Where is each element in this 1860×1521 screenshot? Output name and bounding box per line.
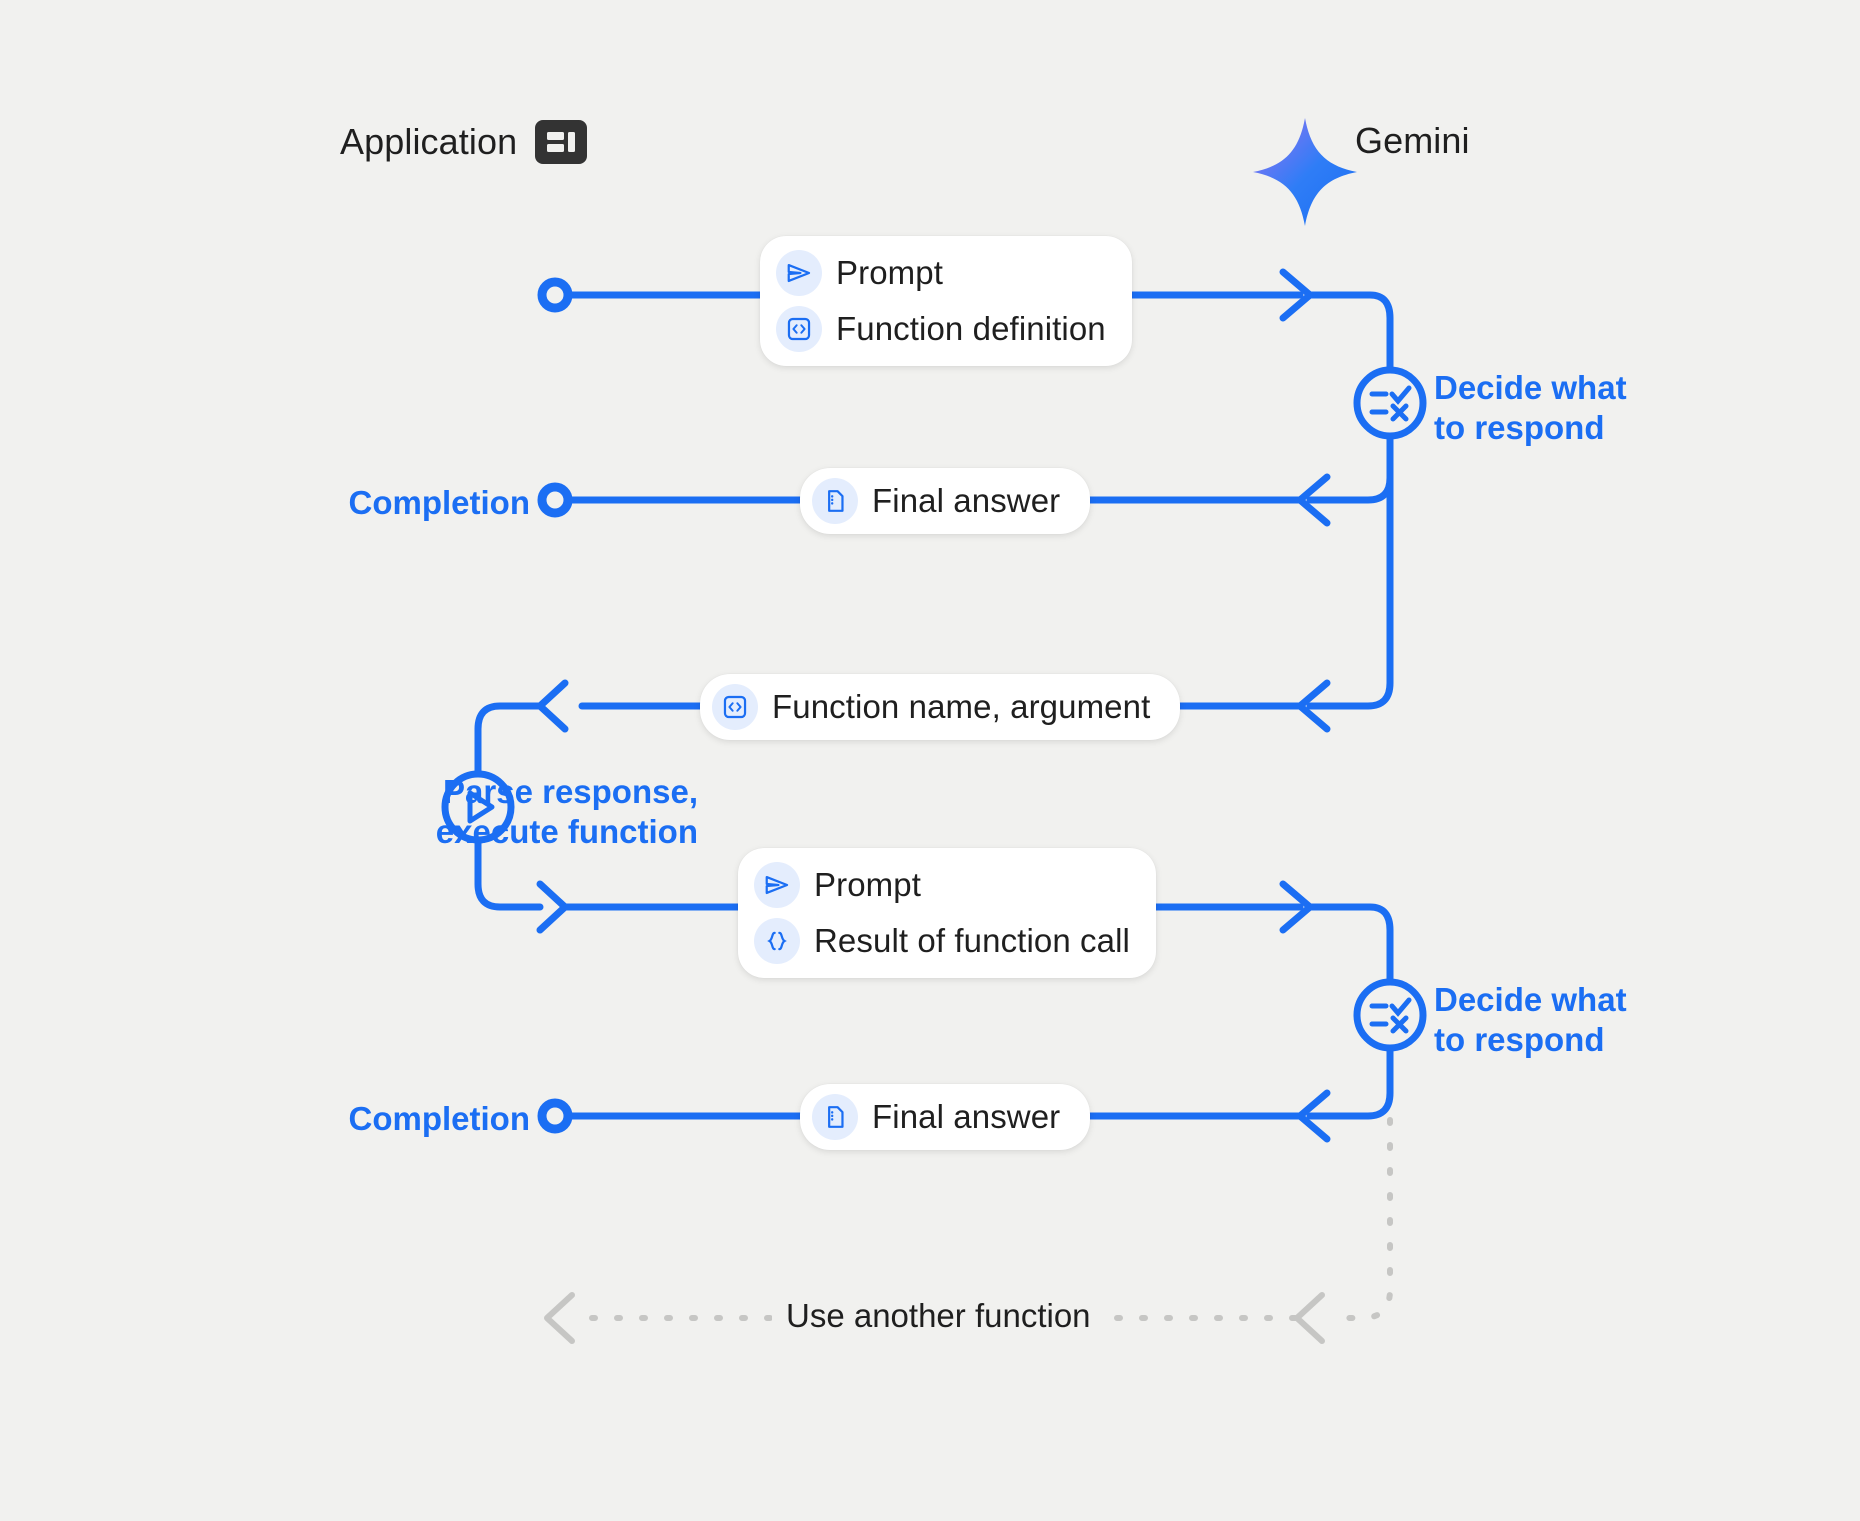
- message-card-function-name-argument: Function name, argument: [700, 674, 1181, 740]
- card-row: Prompt: [776, 250, 1106, 296]
- loop-wire-vertical: [1327, 1117, 1393, 1321]
- card-row: Function name, argument: [712, 684, 1150, 730]
- card-row: Result of function call: [754, 918, 1130, 964]
- endpoint-label-completion-2: Completion: [348, 1100, 530, 1137]
- arrowhead-gemini-out-2: [1296, 679, 1331, 733]
- wire-decide1-to-final-answer: [1306, 431, 1394, 504]
- wire-app-to-parse: [474, 702, 544, 778]
- message-card-final-answer-1: Final answer: [800, 468, 1091, 534]
- arrowhead-gemini-out-3: [1296, 1089, 1331, 1143]
- checklist-decision-icon-2: [1369, 997, 1412, 1034]
- code-brackets-icon: [712, 684, 758, 730]
- card-row-label: Result of function call: [814, 922, 1130, 959]
- card-row-label: Function definition: [836, 310, 1106, 347]
- arrowhead-app-out-1: [536, 880, 569, 934]
- message-card-prompt-result-of-function-call: Prompt Result of function call: [738, 848, 1156, 978]
- document-icon: [812, 478, 858, 524]
- completion-endpoint-2: [537, 1098, 573, 1134]
- arrowhead-gemini-in-1: [1279, 268, 1314, 322]
- code-brackets-icon: [776, 306, 822, 352]
- arrowhead-app-in-1: [536, 679, 569, 733]
- card-row-label: Prompt: [836, 254, 943, 291]
- message-card-prompt-function-definition: Prompt Function definition: [760, 236, 1132, 366]
- card-row-label: Final answer: [872, 1098, 1061, 1135]
- endpoint-label-completion-1: Completion: [348, 484, 530, 521]
- card-row: Final answer: [812, 1094, 1060, 1140]
- card-row-label: Final answer: [872, 482, 1061, 519]
- activity-label-parse-execute: Parse response, execute function: [435, 773, 698, 851]
- activity-label-decide-2: Decide what to respond: [1434, 981, 1627, 1059]
- wire-decide1-to-function-call: [1306, 431, 1394, 710]
- decide-node-1: [1353, 366, 1427, 440]
- wire-gemini-decide-2: [1306, 903, 1394, 986]
- activity-label-decide-1: Decide what to respond: [1434, 369, 1627, 447]
- loop-label-use-another-function: Use another function: [772, 1297, 1105, 1335]
- lane-label-application: Application: [340, 121, 518, 162]
- wire-gemini-decide-1: [1306, 291, 1394, 374]
- message-card-final-answer-2: Final answer: [800, 1084, 1091, 1150]
- document-icon: [812, 1094, 858, 1140]
- card-row: Function definition: [776, 306, 1106, 352]
- loop-arrowhead-right: [1294, 1292, 1325, 1344]
- gemini-spark-icon-shape: [1253, 118, 1357, 226]
- lane-label-gemini: Gemini: [1355, 120, 1470, 161]
- card-row: Prompt: [754, 862, 1130, 908]
- wire-decide2-to-final-answer: [1306, 1043, 1394, 1120]
- lane-header-gemini: Gemini: [1355, 120, 1470, 162]
- card-row-label: Prompt: [814, 866, 921, 903]
- arrowhead-gemini-out-1: [1296, 473, 1331, 527]
- decide-node-2: [1353, 978, 1427, 1052]
- dashboard-layout-icon: [535, 120, 588, 164]
- completion-endpoint-1: [537, 482, 573, 518]
- loop-arrowhead-left: [544, 1292, 575, 1344]
- card-row-label: Function name, argument: [772, 688, 1151, 725]
- card-row: Final answer: [812, 478, 1060, 524]
- start-endpoint: [537, 277, 573, 313]
- send-prompt-icon: [776, 250, 822, 296]
- send-prompt-icon: [754, 862, 800, 908]
- arrowhead-gemini-in-2: [1279, 880, 1314, 934]
- checklist-decision-icon-1: [1369, 385, 1412, 422]
- curly-braces-icon: [754, 918, 800, 964]
- lane-header-application: Application: [340, 120, 588, 164]
